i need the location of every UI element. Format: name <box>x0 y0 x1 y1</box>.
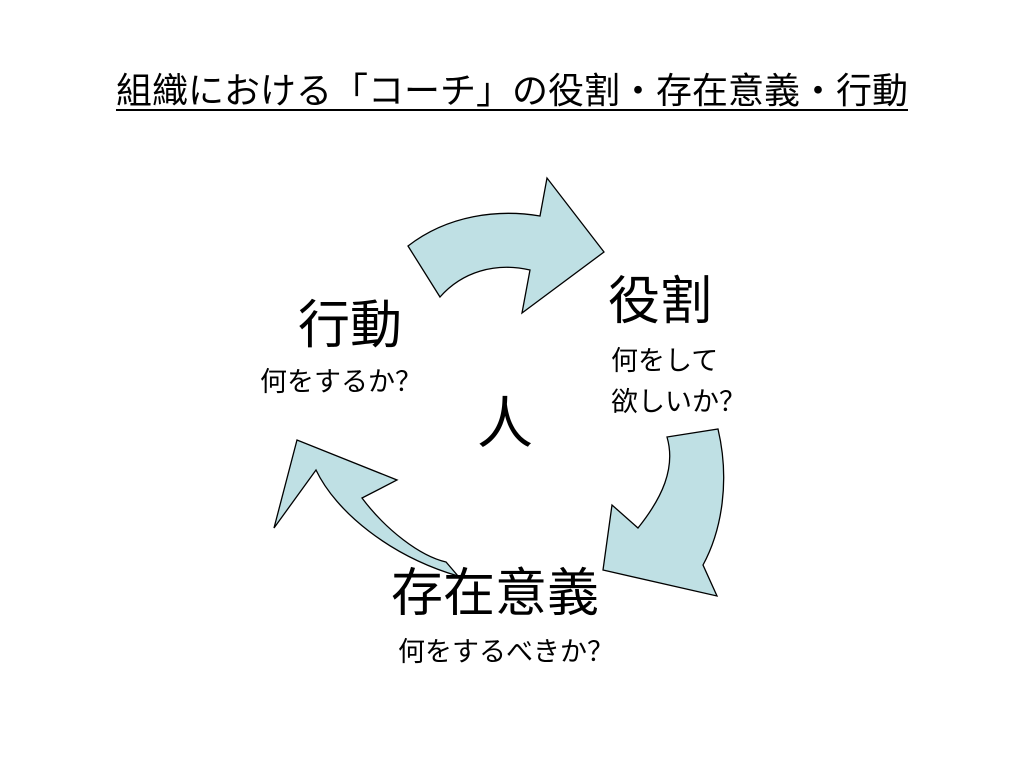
action-question: 何をするか？ <box>260 367 422 398</box>
arrow-purpose-to-action <box>273 439 460 578</box>
purpose-heading: 存在意義 <box>391 564 600 624</box>
purpose-question: 何をするべきか？ <box>398 637 614 668</box>
role-heading: 役割 <box>608 272 713 332</box>
arrow-action-to-role <box>407 176 605 315</box>
center-label-person: 人 <box>477 392 533 457</box>
arrow-role-to-purpose <box>602 428 725 597</box>
role-question-line2: 欲しいか？ <box>611 387 746 418</box>
role-question-line1: 何をして <box>611 346 719 377</box>
action-heading: 行動 <box>298 296 403 356</box>
slide-title: 組織における「コーチ」の役割・存在意義・行動 <box>115 71 908 112</box>
